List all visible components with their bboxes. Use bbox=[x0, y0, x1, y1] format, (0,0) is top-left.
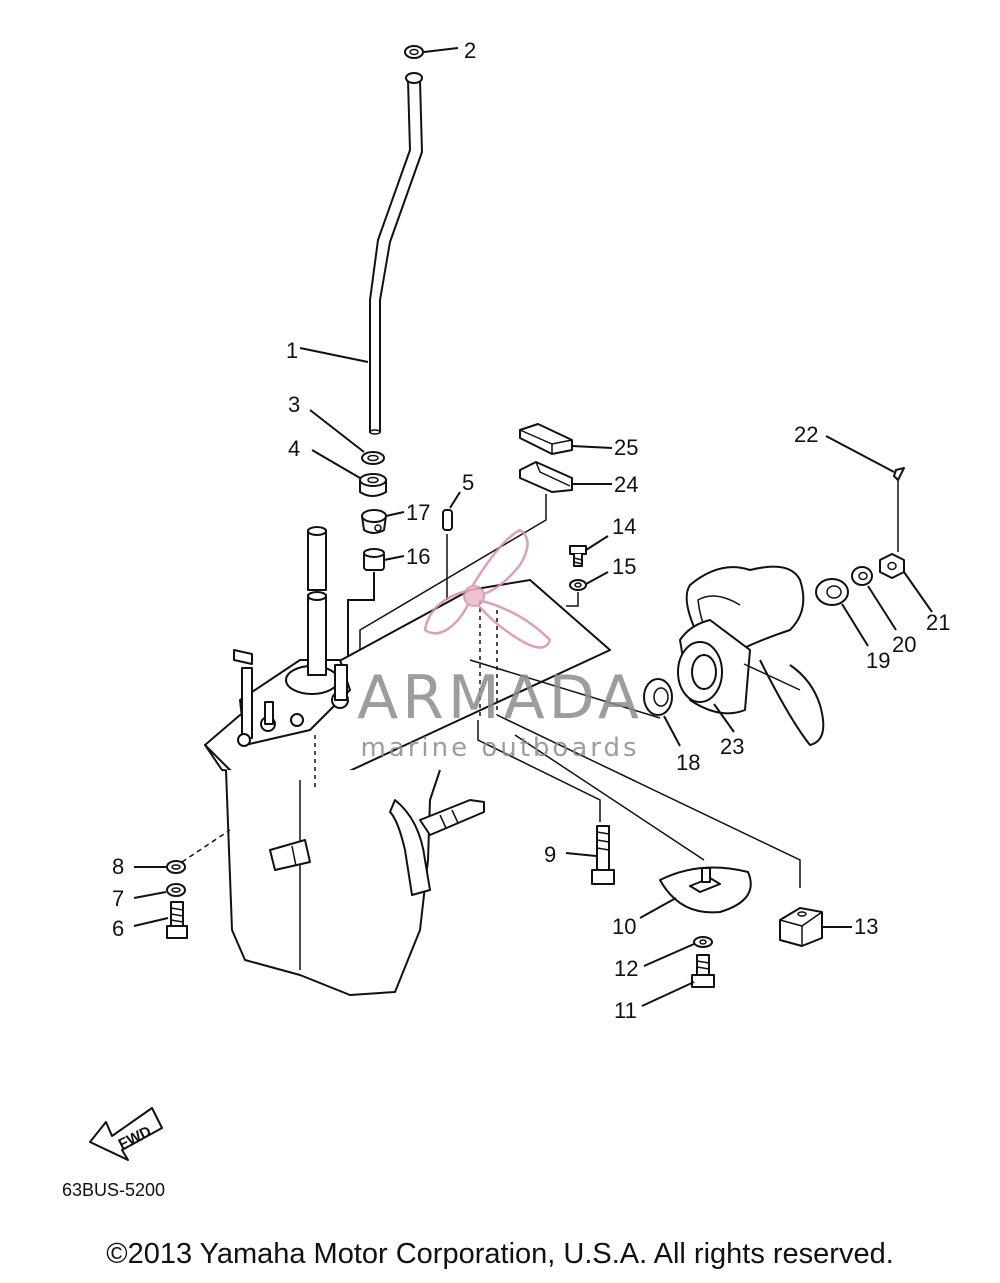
forward-direction-arrow: FWD bbox=[89, 1107, 163, 1161]
label-part-11: 11 bbox=[614, 998, 637, 1023]
part-7-washer bbox=[166, 883, 186, 897]
label-part-23: 23 bbox=[720, 734, 744, 759]
part-3-washer bbox=[361, 451, 385, 465]
part-4-grommet bbox=[359, 473, 387, 497]
watermark-tagline: marine outboards bbox=[360, 733, 639, 763]
part-1-water-tube bbox=[369, 72, 423, 435]
label-part-22: 22 bbox=[794, 422, 818, 447]
label-part-1: 1 bbox=[286, 338, 298, 363]
part-25-rubber-block bbox=[519, 423, 573, 455]
part-15-washer bbox=[569, 579, 587, 591]
part-13-anode bbox=[779, 907, 823, 947]
armada-watermark: ARMADA marine outboards bbox=[357, 528, 643, 763]
label-part-6: 6 bbox=[112, 916, 124, 941]
label-part-18: 18 bbox=[676, 750, 700, 775]
part-24-rubber-block bbox=[519, 461, 573, 493]
part-18-spacer bbox=[643, 678, 673, 716]
label-part-2: 2 bbox=[464, 38, 476, 63]
label-part-14: 14 bbox=[612, 514, 636, 539]
part-22-cotter-pin bbox=[893, 467, 905, 552]
part-17-bushing bbox=[361, 509, 387, 534]
label-part-17: 17 bbox=[406, 500, 430, 525]
part-10-trim-tab bbox=[659, 866, 752, 914]
part-21-nut bbox=[879, 553, 905, 579]
label-part-15: 15 bbox=[612, 554, 636, 579]
part-9-bolt bbox=[591, 825, 615, 885]
part-14-screw bbox=[569, 545, 587, 567]
label-part-8: 8 bbox=[112, 854, 124, 879]
label-part-13: 13 bbox=[854, 914, 878, 939]
part-20-washer bbox=[851, 566, 873, 586]
part-16-seal bbox=[363, 548, 385, 571]
label-part-25: 25 bbox=[614, 435, 638, 460]
part-12-washer bbox=[693, 936, 713, 948]
label-part-4: 4 bbox=[288, 436, 300, 461]
part-5-dowel-pin bbox=[442, 509, 453, 600]
label-part-19: 19 bbox=[866, 648, 890, 673]
part-23-propeller bbox=[677, 565, 825, 746]
label-part-16: 16 bbox=[406, 544, 430, 569]
diagram-reference-code: 63BUS-5200 bbox=[62, 1180, 165, 1200]
part-11-bolt bbox=[691, 954, 715, 988]
label-part-12: 12 bbox=[614, 956, 638, 981]
label-part-7: 7 bbox=[112, 886, 124, 911]
watermark-brand: ARMADA bbox=[357, 663, 643, 733]
propeller-logo-icon bbox=[423, 528, 552, 649]
part-8-washer bbox=[166, 860, 186, 874]
label-part-21: 21 bbox=[926, 610, 950, 635]
part-callouts: 2 1 3 4 5 17 16 25 24 14 15 22 21 20 19 … bbox=[112, 38, 950, 1023]
part-6-bolt bbox=[166, 901, 188, 939]
label-part-10: 10 bbox=[612, 914, 636, 939]
label-part-24: 24 bbox=[614, 472, 638, 497]
part-19-thrust-washer bbox=[815, 578, 849, 606]
label-part-3: 3 bbox=[288, 392, 300, 417]
label-part-5: 5 bbox=[462, 470, 474, 495]
copyright-notice: ©2013 Yamaha Motor Corporation, U.S.A. A… bbox=[106, 1238, 894, 1270]
label-part-9: 9 bbox=[544, 842, 556, 867]
lower-unit-housing bbox=[204, 526, 611, 996]
label-part-20: 20 bbox=[892, 632, 916, 657]
part-2-grommet bbox=[404, 45, 424, 59]
